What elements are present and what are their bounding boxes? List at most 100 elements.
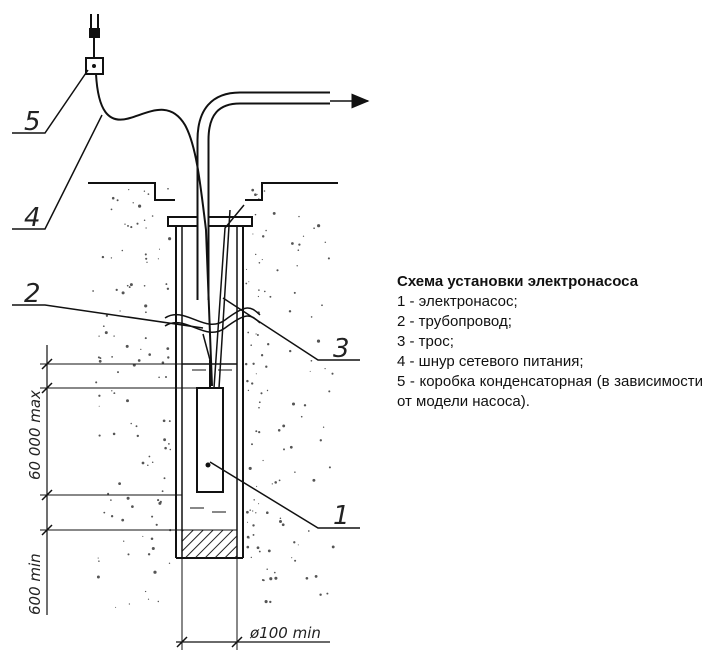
soil-speck <box>249 509 251 511</box>
soil-speck <box>162 419 166 423</box>
soil-speck <box>95 381 98 384</box>
legend-item-5: 5 - коробка конденсаторная (в зависимост… <box>397 373 703 410</box>
callout-5: 5 <box>24 107 41 137</box>
soil-speck <box>251 443 253 446</box>
soil-speck <box>261 235 265 238</box>
soil-speck <box>155 523 158 526</box>
soil-speck <box>148 455 151 458</box>
soil-speck <box>246 510 249 514</box>
soil-speck <box>252 362 255 365</box>
soil-speck <box>324 367 326 370</box>
soil-speck <box>167 187 169 190</box>
dim-diameter: ø100 min <box>249 624 321 642</box>
soil-speck <box>116 199 119 202</box>
soil-speck <box>246 379 249 383</box>
soil-speck <box>253 499 255 501</box>
soil-speck <box>312 478 316 482</box>
soil-speck <box>328 466 331 469</box>
soil-speck <box>121 291 125 295</box>
soil-speck <box>161 490 164 493</box>
callout-1: 1 <box>333 501 350 531</box>
soil-speck <box>296 265 298 267</box>
soil-speck <box>305 576 309 580</box>
soil-speck <box>294 559 297 562</box>
callout-4: 4 <box>24 203 41 233</box>
soil-speck <box>140 348 142 351</box>
soil-speck <box>258 406 260 409</box>
soil-speck <box>251 188 255 192</box>
soil-speck <box>246 521 249 523</box>
legend-title: Схема установки электронасоса <box>397 273 639 290</box>
soil-speck <box>115 288 118 292</box>
callout-2: 2 <box>24 279 41 309</box>
soil-speck <box>309 370 311 372</box>
soil-speck <box>258 503 260 505</box>
soil-speck <box>297 249 300 251</box>
soil-speck <box>246 545 250 549</box>
soil-speck <box>328 390 331 393</box>
soil-speck <box>266 511 269 514</box>
soil-speck <box>145 257 148 260</box>
soil-speck <box>245 282 248 285</box>
soil-speck <box>111 390 113 392</box>
pump-rope <box>213 204 245 389</box>
soil-speck <box>276 269 279 272</box>
soil-speck <box>110 515 114 518</box>
soil-speck <box>158 248 161 250</box>
soil-speck <box>166 347 170 350</box>
soil-speck <box>147 193 150 195</box>
soil-speck <box>326 592 329 595</box>
soil-speck <box>143 284 146 287</box>
soil-speck <box>110 208 113 211</box>
soil-speck <box>244 362 248 366</box>
soil-speck <box>168 420 171 423</box>
soil-speck <box>121 249 124 252</box>
soil-speck <box>254 193 257 197</box>
soil-speck <box>164 446 167 450</box>
casing-break <box>164 307 261 326</box>
soil-speck <box>269 600 272 604</box>
soil-speck <box>298 243 301 246</box>
soil-speck <box>322 426 325 428</box>
soil-speck <box>258 431 261 434</box>
ground-line-right <box>245 182 338 201</box>
soil-speck <box>113 335 115 337</box>
soil-speck <box>127 224 129 227</box>
soil-speck <box>314 574 318 578</box>
soil-speck <box>282 424 286 428</box>
soil-speck <box>138 204 142 208</box>
soil-speck <box>258 401 261 404</box>
soil-speck <box>147 464 149 467</box>
soil-speck <box>151 515 154 518</box>
leader-4 <box>12 114 103 230</box>
soil-speck <box>251 382 254 385</box>
soil-speck <box>150 537 154 541</box>
soil-speck <box>142 535 144 537</box>
soil-speck <box>158 376 160 379</box>
soil-speck <box>256 546 260 550</box>
soil-speck <box>271 483 273 485</box>
soil-speck <box>158 501 162 505</box>
soil-speck <box>117 371 119 374</box>
soil-speck <box>147 553 151 556</box>
soil-speck <box>255 512 257 514</box>
soil-speck <box>279 520 282 523</box>
soil-texture <box>92 187 335 608</box>
soil-speck <box>168 237 172 241</box>
soil-speck <box>293 541 296 544</box>
soil-speck <box>252 524 255 527</box>
soil-speck <box>131 505 134 508</box>
soil-speck <box>258 261 261 264</box>
plug-body <box>89 28 100 38</box>
soil-speck <box>263 290 266 293</box>
soil-speck <box>144 253 147 256</box>
soil-speck <box>246 535 250 539</box>
soil-speck <box>128 188 130 191</box>
soil-speck <box>288 310 292 313</box>
soil-speck <box>124 223 126 225</box>
soil-speck <box>110 257 113 259</box>
soil-speck <box>99 357 102 360</box>
soil-speck <box>319 593 322 596</box>
soil-speck <box>167 356 170 359</box>
legend-item-4: 4 - шнур сетевого питания; <box>397 353 584 370</box>
